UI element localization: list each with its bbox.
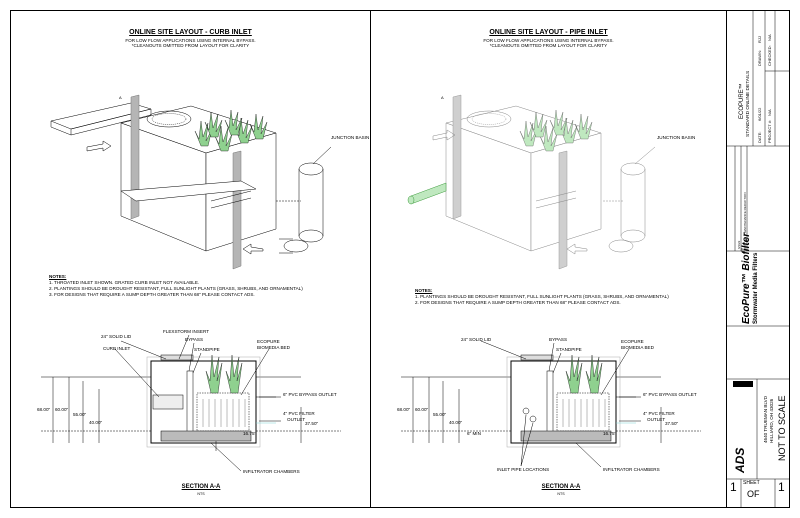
drawn-label: DRAWN: (757, 49, 762, 66)
biomedia-label-1: ECOPURE (257, 339, 280, 344)
bypass-outlet-label: 6" PVC BYPASS OUTLET (643, 392, 697, 397)
section-nts: NTS (197, 492, 205, 496)
title-block-grid (727, 11, 789, 507)
flexstorm-label: FLEXSTORM INSERT (163, 329, 210, 334)
not-to-scale: NOT TO SCALE (777, 395, 787, 461)
dim-68: 68.00" (397, 407, 411, 412)
notes: NOTES: 1. THROATED INLET SHOWN. GRATED C… (49, 274, 303, 298)
dim-16-75: 16.75" (603, 431, 617, 436)
bypass-outlet-label: 6" PVC BYPASS OUTLET (283, 392, 337, 397)
dim-60: 60.00" (415, 407, 429, 412)
brand-subtitle: Stormwater Media Filters (753, 252, 759, 324)
note-1: 1. PLANTINGS SHOULD BE DROUGHT RESISTANT… (415, 294, 669, 299)
panel-subtitle: FOR LOW FLOW APPLICATIONS USING INTERNAL… (483, 38, 614, 43)
panel-title: ONLINE SITE LAYOUT - PIPE INLET (489, 29, 608, 36)
dim-60: 60.00" (55, 407, 69, 412)
note-2: 2. FOR DESIGNS THAT REQUIRE A SUMP DEPTH… (415, 300, 621, 305)
solid-lid-label: 24" SOLID LID (101, 334, 132, 339)
checked-value: N/A (767, 34, 772, 41)
address-line-2: HILLIARD, OH 43026 (769, 398, 774, 443)
note-2: 2. PLANTINGS SHOULD BE DROUGHT RESISTANT… (49, 286, 303, 291)
curb-inlet-label: CURB INLET (103, 346, 131, 351)
product-name: ECOPURE™ (739, 83, 745, 119)
chambers-label: INFILTRATOR CHAMBERS (243, 469, 300, 474)
biomedia-label-2: BIOMEDIA BED (257, 345, 290, 350)
dim-37-5: 37.50" (305, 421, 319, 426)
date-label: DATE: (757, 131, 762, 143)
detail-title: STANDARD ONLINE DETAILS (746, 70, 751, 137)
dim-40: 40.00" (89, 420, 103, 425)
solid-lid-label: 24" SOLID LID (461, 337, 492, 342)
dim-37-5: 37.50" (665, 421, 679, 426)
panel-subtitle-2: *CLEANOUTS OMITTED FROM LAYOUT FOR CLARI… (131, 43, 250, 48)
notes-title: NOTES: (415, 288, 433, 293)
drawing-sheet: ONLINE SITE LAYOUT - CURB INLET FOR LOW … (10, 10, 790, 508)
bypass-label: BYPASS (185, 337, 204, 342)
filter-outlet-label-1: 4" PVC FILTER (643, 411, 675, 416)
notes: NOTES: 1. PLANTINGS SHOULD BE DROUGHT RE… (415, 288, 669, 306)
sheet-of: OF (747, 489, 760, 499)
filter-outlet-label-2: OUTLET (647, 417, 666, 422)
date-value: 6/01/22 (757, 107, 762, 121)
drawn-value: RJJ (757, 36, 762, 43)
note-1: 1. THROATED INLET SHOWN. GRATED CURB INL… (49, 280, 200, 285)
filter-outlet-label-2: OUTLET (287, 417, 306, 422)
section-a-a-drawing (401, 340, 701, 468)
project-label: PROJECT #: (767, 119, 772, 143)
section-mark: A (119, 95, 122, 100)
standpipe-label: STANDPIPE (194, 347, 220, 352)
dim-6-min: 6" MIN (467, 431, 481, 436)
dim-68: 68.00" (37, 407, 51, 412)
bypass-label: BYPASS (549, 337, 568, 342)
section-mark: A (441, 95, 444, 100)
sheet-number: 1 (730, 480, 737, 494)
brand-name: EcoPure™ Biofilter (741, 232, 752, 324)
biomedia-label-1: ECOPURE (621, 339, 644, 344)
sheet-label: SHEET (743, 480, 760, 486)
section-title: SECTION A-A (541, 484, 581, 490)
curb-inlet-panel: ONLINE SITE LAYOUT - CURB INLET FOR LOW … (11, 11, 371, 507)
filter-outlet-label-1: 4" PVC FILTER (283, 411, 315, 416)
address-line-1: 4640 TRUEMAN BLVD (763, 395, 768, 443)
panel-subtitle: FOR LOW FLOW APPLICATIONS USING INTERNAL… (125, 38, 256, 43)
section-a-a-drawing (41, 334, 341, 472)
panel-subtitle-2: *CLEANOUTS OMITTED FROM LAYOUT FOR CLARI… (489, 43, 608, 48)
dim-55: 55.00" (73, 412, 87, 417)
revision-note: MAINTENANCE REDUCTION (743, 192, 747, 233)
dim-40: 40.00" (449, 420, 463, 425)
note-3: 3. FOR DESIGNS THAT REQUIRE A SUMP DEPTH… (49, 292, 255, 297)
junction-basin-label: JUNCTION BASIN (657, 135, 696, 140)
project-value: N/A (767, 109, 772, 116)
biomedia-label-2: BIOMEDIA BED (621, 345, 654, 350)
pipe-inlet-panel: ONLINE SITE LAYOUT - PIPE INLET FOR LOW … (371, 11, 727, 507)
junction-basin-label: JUNCTION BASIN (331, 135, 370, 140)
notes-title: NOTES: (49, 274, 67, 279)
curb-inlet-isometric-drawing (50, 94, 332, 270)
inlet-pipe-label: INLET PIPE LOCATIONS (497, 467, 550, 472)
section-nts: NTS (557, 492, 565, 496)
pipe-inlet-isometric-drawing (407, 94, 656, 270)
panel-title: ONLINE SITE LAYOUT - CURB INLET (129, 29, 252, 36)
section-title: SECTION A-A (181, 484, 221, 490)
checked-label: CHECKED: (767, 45, 772, 66)
chambers-label: INFILTRATOR CHAMBERS (603, 467, 660, 472)
dim-55: 55.00" (433, 412, 447, 417)
ads-logo: ADS (733, 447, 747, 473)
standpipe-label: STANDPIPE (556, 347, 582, 352)
title-block: ECOPURE™ STANDARD ONLINE DETAILS DATE: 6… (727, 11, 789, 507)
dim-16-75: 16.75" (243, 431, 257, 436)
sheet-total: 1 (778, 480, 785, 494)
